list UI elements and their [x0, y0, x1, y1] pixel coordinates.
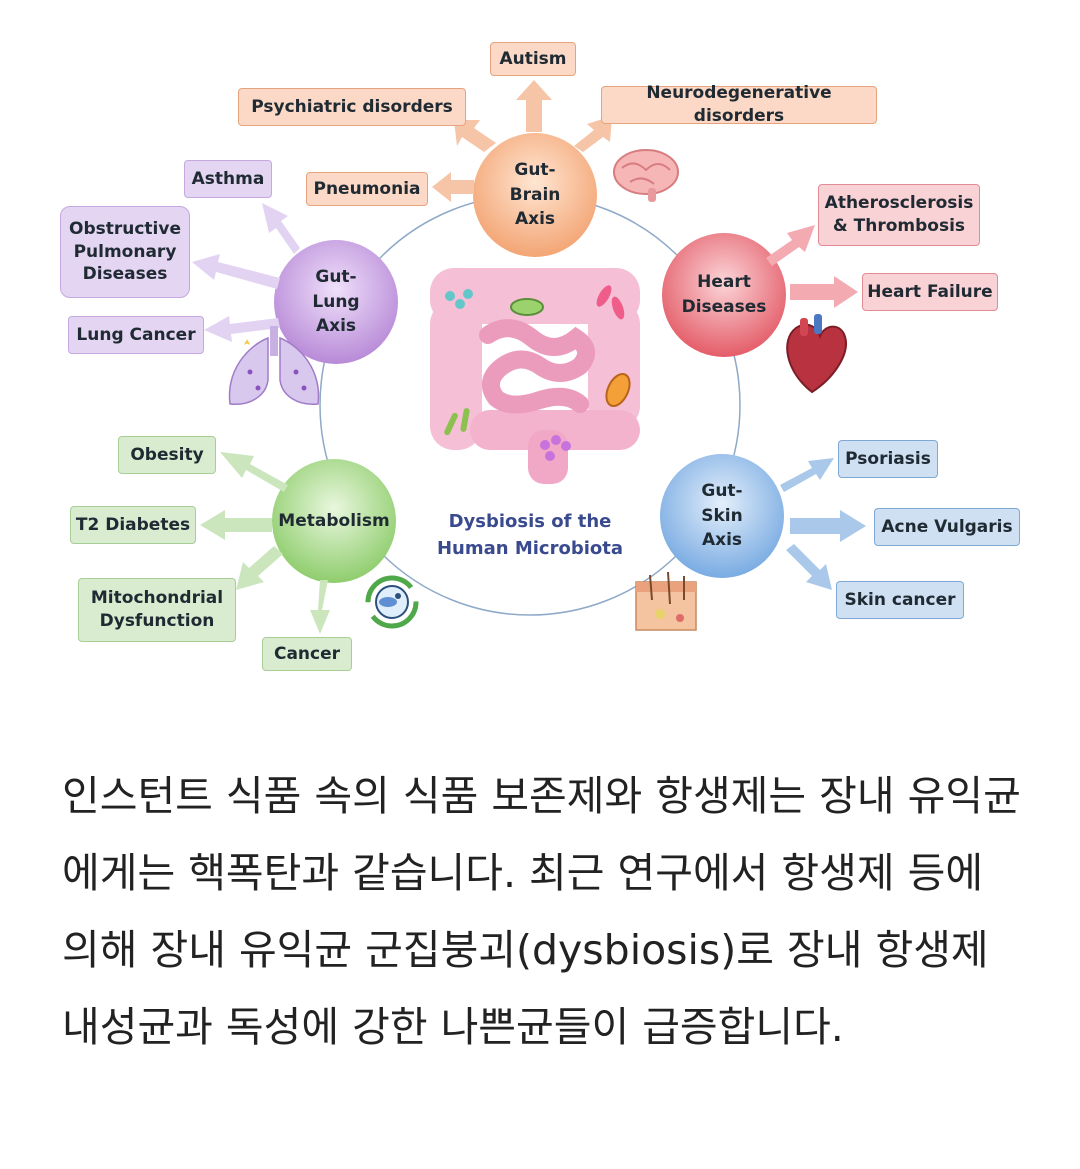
- arrow-neuro: [574, 116, 612, 152]
- arrow-lung-cancer: [204, 316, 280, 342]
- center-label: Dysbiosis of the Human Microbiota: [436, 511, 624, 559]
- arrow-athero: [766, 225, 815, 266]
- brain-hub-label: Gut- Brain Axis: [509, 160, 561, 230]
- arrow-acne: [790, 510, 866, 542]
- lung-hub-label: Gut- Lung Axis: [312, 267, 360, 337]
- microbiota-diagram: Gut- Brain Axis Gut- Lung Axis Heart Dis…: [60, 42, 1020, 671]
- heart-icon: [786, 314, 847, 394]
- brain-hub-circle: [473, 133, 597, 257]
- metabolism-hub: Metabolism: [272, 459, 396, 583]
- psoriasis-box: Psoriasis: [838, 440, 938, 478]
- recycle-microbe-icon: [365, 575, 419, 629]
- intestine-icon: [430, 268, 640, 484]
- asthma-box: Asthma: [184, 160, 272, 198]
- arrow-psoriasis: [780, 458, 834, 492]
- autism-box: Autism: [490, 42, 576, 76]
- copd-box: Obstructive Pulmonary Diseases: [60, 206, 190, 298]
- brain-hub: Gut- Brain Axis: [473, 133, 597, 257]
- arrow-skin-cancer: [786, 544, 832, 590]
- diagram-graphics: [192, 80, 866, 634]
- arrow-asthma: [262, 203, 300, 254]
- lung-hub: Gut- Lung Axis: [274, 240, 398, 364]
- metabolism-hub-circle: [272, 459, 396, 583]
- lung-hub-circle: [274, 240, 398, 364]
- heart-failure-box: Heart Failure: [862, 273, 998, 311]
- arrow-t2d: [200, 510, 272, 540]
- arrow-copd: [192, 254, 280, 289]
- neurodegenerative-box: Neurodegenerative disorders: [601, 83, 877, 126]
- brain-icon: [613, 149, 679, 202]
- arrow-autism: [516, 80, 552, 132]
- cancer-box: Cancer: [262, 637, 352, 671]
- arrow-obesity: [220, 452, 288, 492]
- skin-cancer-box: Skin cancer: [836, 581, 964, 619]
- article-paragraph: 인스턴트 식품 속의 식품 보존제와 항생제는 장내 유익균에게는 핵폭탄과 같…: [62, 772, 1021, 1051]
- acne-vulgaris-box: Acne Vulgaris: [874, 508, 1020, 546]
- arrow-psychiatric: [454, 120, 496, 152]
- skin-hub-circle: [660, 454, 784, 578]
- mitochondrial-box: Mitochondrial Dysfunction: [78, 578, 236, 642]
- lungs-icon: [228, 326, 320, 405]
- skin-hub: Gut- Skin Axis: [660, 454, 784, 578]
- metabolism-hub-label: Metabolism: [278, 510, 390, 531]
- heart-hub: Heart Diseases: [662, 233, 786, 357]
- obesity-box: Obesity: [118, 436, 216, 474]
- arrow-pneumonia: [432, 172, 474, 202]
- arrow-cancer: [310, 580, 330, 634]
- heart-hub-circle: [662, 233, 786, 357]
- pneumonia-box: Pneumonia: [306, 172, 428, 206]
- t2-diabetes-box: T2 Diabetes: [70, 506, 196, 544]
- arrow-heart-failure: [790, 276, 858, 308]
- heart-hub-label: Heart Diseases: [681, 272, 767, 317]
- lung-cancer-box: Lung Cancer: [68, 316, 204, 354]
- skin-hub-label: Gut- Skin Axis: [701, 481, 743, 551]
- atherosclerosis-box: Atherosclerosis & Thrombosis: [818, 184, 980, 246]
- psychiatric-box: Psychiatric disorders: [238, 88, 466, 126]
- arrow-mito: [236, 546, 283, 590]
- skin-icon: [635, 571, 697, 631]
